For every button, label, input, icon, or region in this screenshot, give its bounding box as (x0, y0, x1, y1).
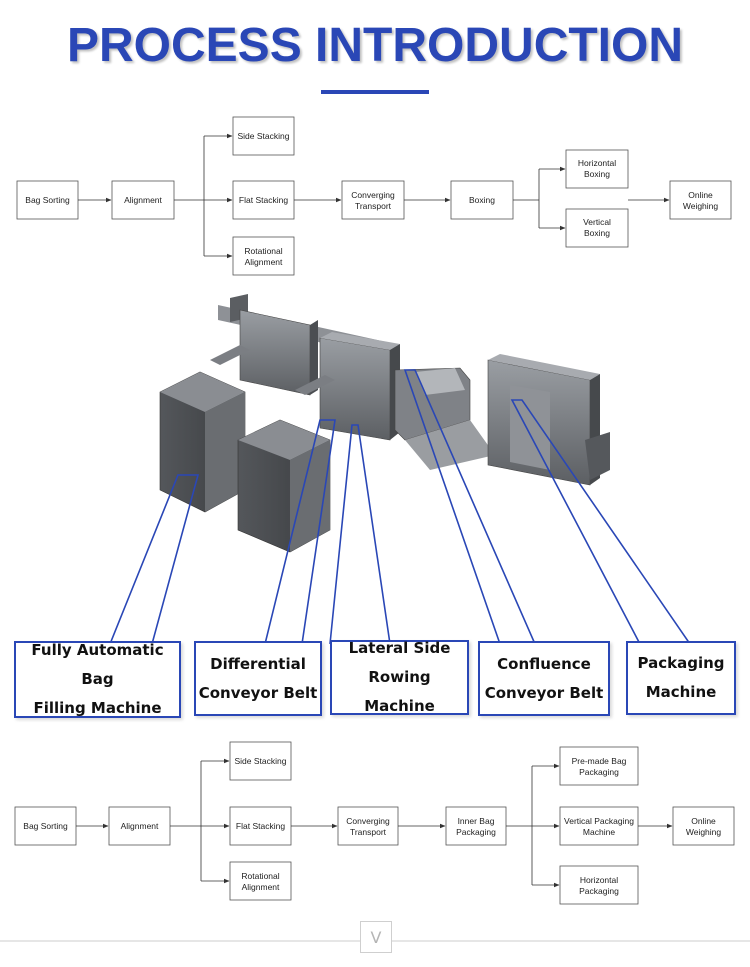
svg-text:Boxing: Boxing (584, 169, 610, 179)
flow2-node-inner-bag-packaging: Inner Bag Packaging (445, 806, 507, 846)
svg-text:Weighing: Weighing (683, 201, 719, 211)
flow2-node-side-stacking: Side Stacking (229, 741, 292, 781)
svg-text:Inner Bag: Inner Bag (458, 816, 495, 826)
flow-chart-top: Bag Sorting Alignment Side Stacking Flat… (16, 116, 732, 276)
title-underline (321, 90, 429, 94)
flow2-node-premade-bag-packaging: Pre-made Bag Packaging (559, 746, 639, 786)
svg-text:Vertical Packaging: Vertical Packaging (564, 816, 634, 826)
machine-line-illustration (159, 294, 610, 553)
flow1-node-online-weighing: Online Weighing (669, 180, 732, 220)
svg-text:Alignment: Alignment (245, 257, 283, 267)
flow2-node-vertical-packaging-machine: Vertical Packaging Machine (559, 806, 639, 846)
flow1-connectors (78, 133, 670, 259)
svg-text:Bag Sorting: Bag Sorting (23, 821, 68, 831)
flow2-node-flat-stacking: Flat Stacking (229, 806, 292, 846)
flow2-connectors (76, 758, 673, 888)
svg-text:Rotational: Rotational (241, 871, 279, 881)
flow1-node-boxing: Boxing (450, 180, 514, 220)
flow1-node-vertical-boxing: Vertical Boxing (565, 208, 629, 248)
flow-chart-bottom: Bag Sorting Alignment Side Stacking Flat… (14, 741, 735, 905)
svg-text:Bag Sorting: Bag Sorting (25, 195, 70, 205)
label-differential-conveyor-belt: Differential Conveyor Belt (194, 641, 322, 716)
footer-logo-badge: V (360, 921, 392, 953)
svg-text:Transport: Transport (355, 201, 392, 211)
svg-text:Side Stacking: Side Stacking (235, 756, 287, 766)
flow2-node-horizontal-packaging: Horizontal Packaging (559, 865, 639, 905)
flow2-node-converging-transport: Converging Transport (337, 806, 399, 846)
svg-text:Rotational: Rotational (244, 246, 282, 256)
flow1-node-side-stacking: Side Stacking (232, 116, 295, 156)
label-lateral-side-rowing-machine: Lateral Side Rowing Machine (330, 639, 469, 715)
callout-lines (109, 369, 691, 645)
svg-text:Online: Online (691, 816, 716, 826)
svg-text:Side Stacking: Side Stacking (238, 131, 290, 141)
flow1-node-horizontal-boxing: Horizontal Boxing (565, 149, 629, 189)
flow2-node-alignment: Alignment (108, 806, 171, 846)
flow1-node-flat-stacking: Flat Stacking (232, 180, 295, 220)
svg-text:Horizontal: Horizontal (580, 875, 618, 885)
flow1-node-rotational-alignment: Rotational Alignment (232, 236, 295, 276)
flow2-node-online-weighing: Online Weighing (672, 806, 735, 846)
flow1-node-alignment: Alignment (111, 180, 175, 220)
svg-text:Machine: Machine (583, 827, 615, 837)
svg-text:Transport: Transport (350, 827, 387, 837)
label-bag-filling-machine: Fully Automatic Bag Filling Machine (14, 641, 181, 718)
svg-text:Flat Stacking: Flat Stacking (236, 821, 285, 831)
svg-text:Boxing: Boxing (469, 195, 495, 205)
svg-text:Packaging: Packaging (579, 886, 619, 896)
svg-text:Horizontal: Horizontal (578, 158, 616, 168)
svg-text:Pre-made Bag: Pre-made Bag (572, 756, 627, 766)
svg-text:Weighing: Weighing (686, 827, 722, 837)
svg-text:Vertical: Vertical (583, 217, 611, 227)
flow2-node-rotational-alignment: Rotational Alignment (229, 861, 292, 901)
flow2-node-bag-sorting: Bag Sorting (14, 806, 77, 846)
page-title: PROCESS INTRODUCTION (66, 19, 684, 72)
flow1-node-converging-transport: Converging Transport (341, 180, 405, 220)
svg-text:Packaging: Packaging (579, 767, 619, 777)
svg-text:Alignment: Alignment (124, 195, 162, 205)
flow1-node-bag-sorting: Bag Sorting (16, 180, 79, 220)
label-confluence-conveyor-belt: Confluence Conveyor Belt (478, 641, 610, 716)
svg-text:Converging: Converging (351, 190, 395, 200)
svg-text:Alignment: Alignment (121, 821, 159, 831)
svg-text:Packaging: Packaging (456, 827, 496, 837)
svg-text:Converging: Converging (346, 816, 390, 826)
label-packaging-machine: Packaging Machine (626, 641, 736, 715)
svg-text:Boxing: Boxing (584, 228, 610, 238)
svg-text:Online: Online (688, 190, 713, 200)
svg-text:Flat Stacking: Flat Stacking (239, 195, 288, 205)
svg-text:Alignment: Alignment (242, 882, 280, 892)
